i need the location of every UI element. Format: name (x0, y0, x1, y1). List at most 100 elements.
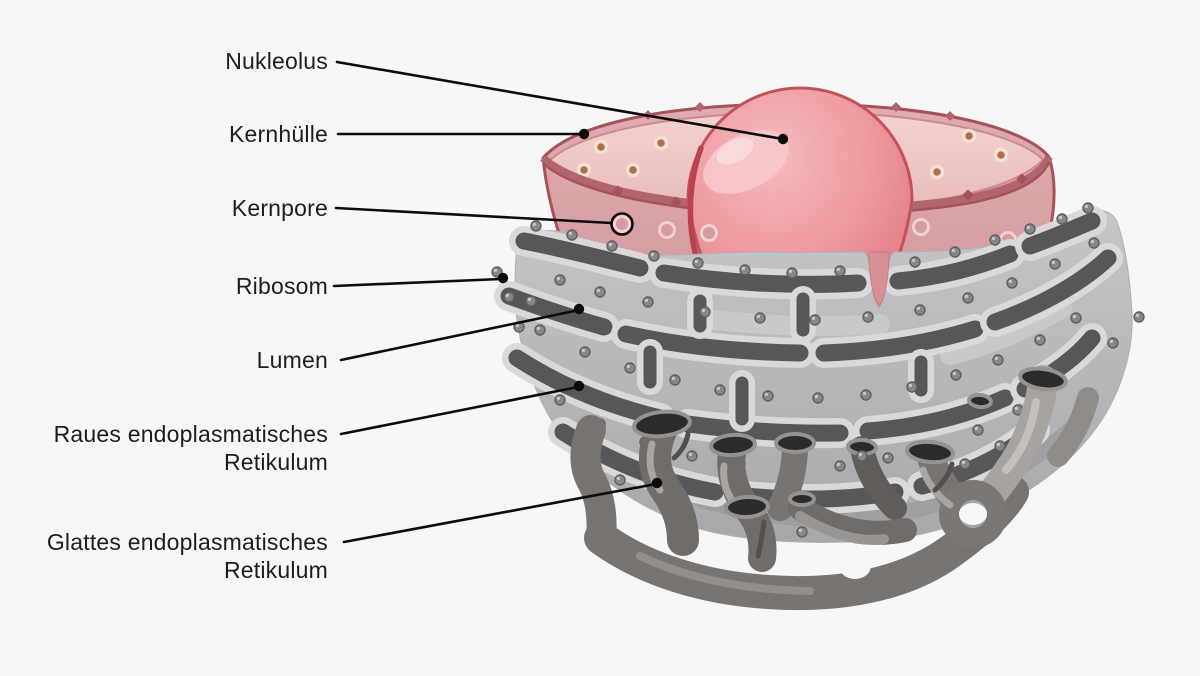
envelope-pore-spot (613, 215, 631, 233)
ribosome-dot (959, 458, 971, 470)
ribosome-highlight (1051, 260, 1056, 265)
ribosome-dot (882, 452, 894, 464)
ribosome-dot (914, 304, 926, 316)
cisterna-lumen (617, 325, 809, 362)
smooth-er-opening (1018, 366, 1068, 392)
ribosome-dot (1006, 277, 1018, 289)
ribosome-highlight (862, 391, 867, 396)
ribosome-dot (1049, 258, 1061, 270)
ribosome-dot (624, 362, 636, 374)
ribosome-highlight (788, 269, 793, 274)
ribosome-dot (1056, 213, 1068, 225)
ribosome-highlight (688, 452, 693, 457)
ribosome-highlight (608, 242, 613, 247)
smooth-er-opening (788, 491, 816, 507)
ribosome-dot (972, 424, 984, 436)
ribosome-highlight (961, 460, 966, 465)
ribosome-dot (525, 295, 537, 307)
smooth-er-tubule (1047, 387, 1099, 467)
ribosome-highlight (671, 376, 676, 381)
lip-notch (612, 185, 624, 197)
cisterna-lumen (986, 249, 1117, 331)
label-kernpore: Kernpore (231, 195, 328, 221)
leader-dot-ribosom (497, 272, 509, 284)
rim-notch (891, 102, 901, 112)
nucleoplasm-drip (868, 251, 890, 307)
label-ribosom: Ribosom (235, 273, 328, 299)
ribosome-highlight (527, 297, 532, 302)
ribosomes (491, 202, 1145, 500)
ribosome-highlight (716, 386, 721, 391)
envelope-pore-spot (912, 218, 930, 236)
smooth-er-tubule (570, 415, 617, 553)
ribosome-highlight (814, 394, 819, 399)
cisterna-lumen (815, 320, 984, 362)
ribosome-dot (754, 312, 766, 324)
smooth-er-opening (632, 409, 692, 439)
ribosome-highlight (964, 294, 969, 299)
label-kernhuelle: Kernhülle (229, 121, 328, 147)
ribosome-dot (989, 234, 1001, 246)
ribosome-highlight (515, 323, 520, 328)
ribosome-highlight (1084, 204, 1089, 209)
ribosome-highlight (1058, 215, 1063, 220)
smooth-er-opening (967, 392, 993, 410)
ribosome-highlight (991, 236, 996, 241)
smooth-er-hole (839, 553, 871, 579)
ribosome-highlight (1109, 339, 1114, 344)
smooth-er-opening (709, 432, 757, 458)
ribosome-highlight (811, 316, 816, 321)
ribosome-highlight (536, 326, 541, 331)
ribosome-highlight (1090, 239, 1095, 244)
rim-notch (695, 102, 705, 112)
ribosome-dot (503, 291, 515, 303)
ribosome-highlight (756, 314, 761, 319)
ribosome-dot (642, 296, 654, 308)
ribosome-dot (949, 246, 961, 258)
ribosome-highlight (1026, 225, 1031, 230)
ribosome-highlight (741, 266, 746, 271)
ribosome-highlight (836, 462, 841, 467)
inner-pore-spots (576, 128, 1009, 180)
nuclear-pore-spot (653, 135, 669, 151)
tubule-highlight (795, 511, 889, 545)
ribosome-dot (1107, 337, 1119, 349)
cisterna-lumen (655, 264, 867, 293)
ribosome-dot (739, 264, 751, 276)
label-lumen: Lumen (256, 347, 328, 373)
smooth-er-strand (788, 496, 917, 545)
ribosome-highlight (974, 426, 979, 431)
ribosome-dot (669, 374, 681, 386)
leader-dot-nukleolus (777, 133, 789, 145)
smooth-er-opening (774, 432, 816, 454)
ribosome-dot (1034, 334, 1046, 346)
ribosome-highlight (994, 356, 999, 361)
tubule-shadow (755, 519, 767, 559)
ribosome-highlight (996, 442, 1001, 447)
leader-line-lumen (339, 308, 581, 362)
ribosome-dot (699, 306, 711, 318)
ribosome-dot (786, 267, 798, 279)
ribosome-highlight (951, 248, 956, 253)
nuclear-pore-spot (929, 164, 945, 180)
ribosome-dot (714, 384, 726, 396)
ribosome-dot (862, 311, 874, 323)
lip-notch (962, 189, 974, 201)
ribosome-dot (1024, 223, 1036, 235)
nuclear-pore-spot (961, 128, 977, 144)
ribosome-highlight (532, 222, 537, 227)
ribosome-dot (992, 354, 1004, 366)
smooth-er-opening (905, 439, 955, 465)
ribosome-dot (1082, 202, 1094, 214)
ribosome-dot (856, 450, 868, 462)
ribosome-dot (530, 220, 542, 232)
leader-line-glattes_er (342, 482, 658, 544)
cisterna-lumen (508, 349, 669, 427)
ribosome-highlight (1036, 336, 1041, 341)
ribosome-highlight (1008, 279, 1013, 284)
ribosome-dot (1088, 237, 1100, 249)
ribosome-dot (1070, 312, 1082, 324)
ribosome-highlight (596, 288, 601, 293)
smooth-er-hole (959, 503, 987, 525)
